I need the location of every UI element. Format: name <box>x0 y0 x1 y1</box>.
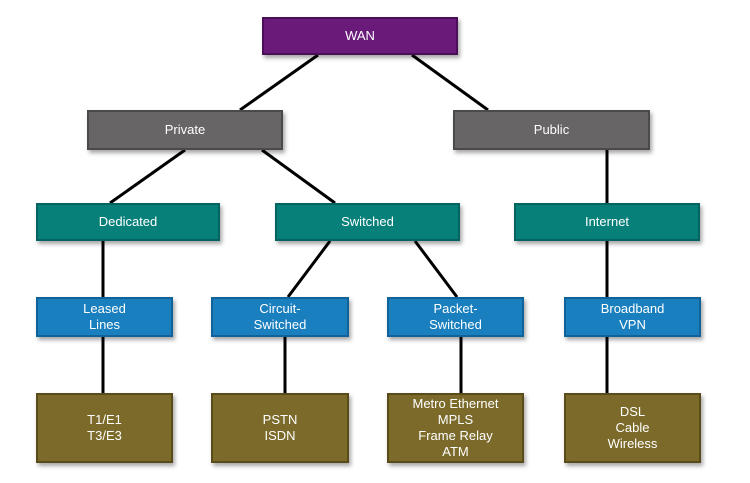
edge-switched-packet <box>413 240 459 298</box>
node-label-line: Public <box>533 122 570 137</box>
node-private: Private <box>87 110 283 150</box>
node-label-line: DSL <box>619 404 646 419</box>
node-label-line: Private <box>164 122 206 137</box>
node-label-line: WAN <box>345 28 375 43</box>
node-wan: WAN <box>262 17 458 55</box>
node-label-line: Switched <box>341 214 394 229</box>
node-label-line: Dedicated <box>98 214 158 229</box>
node-label-line: MPLS <box>437 412 474 427</box>
node-label-line: Leased <box>83 301 126 316</box>
node-label-line: Internet <box>584 214 630 229</box>
node-packet-switched: Packet-Switched <box>387 297 524 337</box>
node-circuit-switched: Circuit-Switched <box>211 297 349 337</box>
edge-wan-private <box>239 53 319 112</box>
node-label-line: T3/E3 <box>87 428 122 443</box>
node-public: Public <box>453 110 650 150</box>
node-label-line: PSTN <box>262 412 298 427</box>
node-dedicated: Dedicated <box>36 203 220 241</box>
node-label-line: ATM <box>442 444 469 459</box>
edge-wan-public <box>411 53 489 112</box>
node-internet: Internet <box>514 203 700 241</box>
node-label-line: ISDN <box>264 428 296 443</box>
node-switched: Switched <box>275 203 460 241</box>
node-label-line: VPN <box>619 317 646 332</box>
edge-private-switched <box>261 148 336 205</box>
node-label-line: Switched <box>429 317 482 332</box>
node-label-line: Packet- <box>433 301 478 316</box>
node-label-line: T1/E1 <box>87 412 122 427</box>
node-label-line: Circuit- <box>259 301 301 316</box>
node-label-line: Switched <box>253 317 307 332</box>
edge-switched-circuit <box>286 240 332 298</box>
node-label-line: Cable <box>615 420 650 435</box>
node-label-line: Lines <box>88 317 121 332</box>
node-label-line: Broadband <box>600 301 665 316</box>
node-label-line: Wireless <box>607 436 658 451</box>
node-label-line: Metro Ethernet <box>412 396 499 411</box>
node-label-line: Frame Relay <box>418 428 493 443</box>
edge-private-dedicated <box>109 148 186 205</box>
